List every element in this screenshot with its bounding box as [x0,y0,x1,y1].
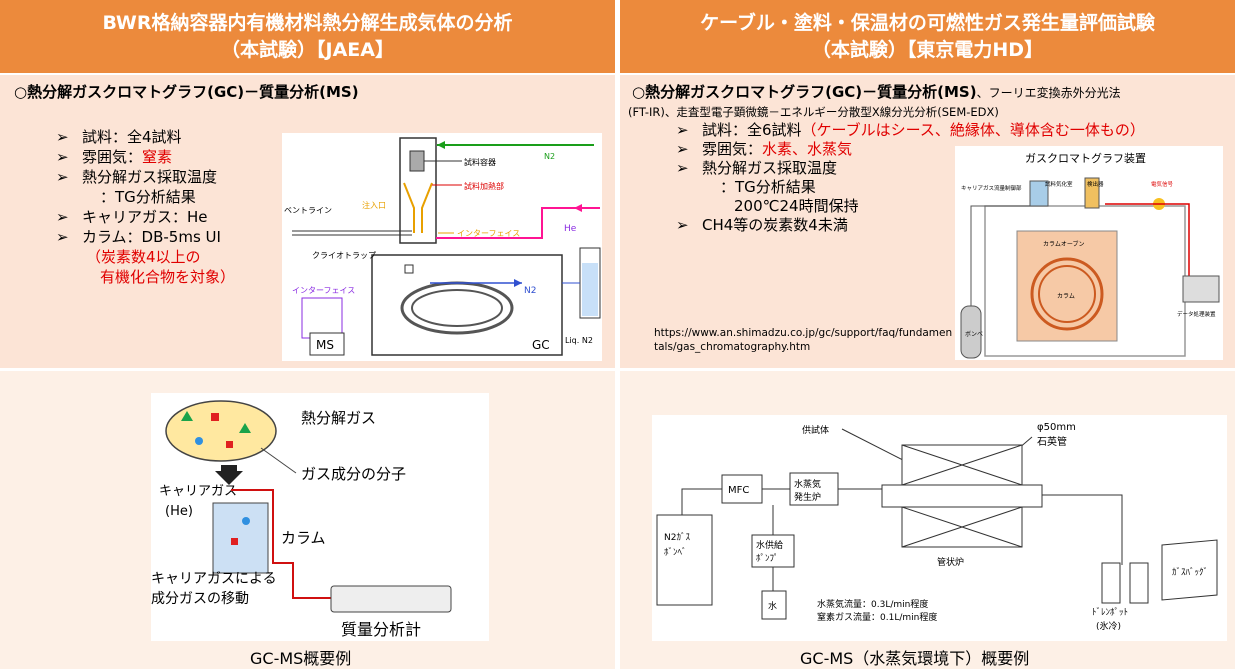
bullet-note1: （炭素数4以上の [86,248,201,266]
rbullet-temp-sub1: ：TG分析結果 [720,178,816,196]
label-move1: キャリアガスによる [151,571,277,587]
ms-box [309,332,345,356]
left-header-line1: BWR格納容器内有機材料熱分解生成気体の分析 [102,11,513,34]
left-panel-title: ○熱分解ガスクロマトグラフ(GC)－質量分析(MS) [14,83,359,101]
label-inlet: 注入口 [362,200,386,210]
label-carrier-ctrl: キャリアガス流量制御部 [961,184,1022,192]
bullet-temp: ➢熱分解ガス採取温度 [56,168,218,186]
gc-apparatus-diagram: ガスクロマトグラフ装置 キャリアガス流量制御部 試料気化室 検出器 電気信号 カ… [955,146,1223,360]
label-pump1: 水供給 [756,539,783,551]
label-sample-inlet: 試料気化室 [1045,180,1073,188]
pyrolysis-gcms-diagram: 試料容器 試料加熱部 N2 ベントライン 注入口 インターフェイス He クライ… [282,133,602,361]
label-oven: カラムオーブン [1043,240,1084,248]
gas-cloud [165,400,277,462]
label-mfc: MFC [728,485,749,496]
source-url[interactable]: https://www.an.shimadzu.co.jp/gc/support… [654,327,953,353]
heater-column [399,137,437,244]
rbullet-sample: ➢試料：全6試料（ケーブルはシース、絶縁体、導体含む一体もの） [676,121,1145,139]
mass-spec-box [330,585,452,613]
pump-box [751,534,795,568]
label-detector: 検出器 [1087,180,1104,188]
water-box [761,590,787,620]
rbullet-temp-sub2: 200℃24時間保持 [734,197,859,215]
gcms-overview-diagram: 熱分解ガス ガス成分の分子 キャリアガス (He) カラム キャリアガスによる … [151,393,489,641]
left-header-line2: （本試験）【JAEA】 [221,38,394,61]
label-gc-apparatus: ガスクロマトグラフ装置 [1025,151,1146,165]
right-panel-title: ○熱分解ガスクロマトグラフ(GC)－質量分析(MS)、フーリエ変換赤外分光法 [632,83,1121,101]
label-water: 水 [768,600,777,612]
label-specimen: 供試体 [802,424,829,436]
label-column: カラム [1057,293,1075,300]
right-header-line2: （本試験）【東京電力HD】 [811,38,1044,61]
bullet-sample: ➢試料：全4試料 [56,128,182,146]
steam-gcms-diagram: 供試体 φ50mm 石英管 MFC 水蒸気 発生炉 管状炉 N2ｶﾞｽ ﾎﾞﾝﾍ… [652,415,1227,641]
gc-oven [371,254,563,356]
label-cylinder: ボンベ [965,330,983,338]
label-steam-gen2: 発生炉 [794,491,821,503]
label-pyro-gas: 熱分解ガス [301,409,376,427]
data-processor-icon [1182,275,1220,303]
right-header: ケーブル・塗料・保温材の可燃性ガス発生量評価試験 （本試験）【東京電力HD】 [620,0,1235,73]
interface-box [301,297,343,339]
label-he-bottom: (He) [165,504,193,519]
left-bullets: ➢試料：全4試料 ➢雰囲気：窒素 ➢熱分解ガス採取温度 ：TG分析結果 ➢キャリ… [56,127,235,287]
label-carrier: キャリアガス [159,484,237,499]
label-molecule: ガス成分の分子 [301,465,406,483]
rbullet-temp: ➢熱分解ガス採取温度 [676,159,838,177]
right-panel-subtitle: (FT-IR)、走査型電子顕微鏡－エネルギー分散型X線分光分析(SEM-EDX) [628,105,999,119]
label-signal: 電気信号 [1151,180,1174,188]
n2-cylinder-box [656,514,713,606]
caption-right: GC-MS（水蒸気環境下）概要例 [800,649,1030,668]
label-move2: 成分ガスの移動 [151,591,249,607]
caption-left: GC-MS概要例 [250,649,352,668]
label-flow1: 水蒸気流量：0.3L/min程度 [817,598,928,610]
column-tube [212,502,269,574]
right-bullets: ➢試料：全6試料（ケーブルはシース、絶縁体、導体含む一体もの） ➢雰囲気：水素、… [676,121,1145,235]
label-phi: φ50mm [1037,422,1076,433]
label-drain2: (氷冷) [1096,620,1121,632]
right-header-line1: ケーブル・塗料・保温材の可燃性ガス発生量評価試験 [700,11,1155,34]
label-n2-1: N2ｶﾞｽ [664,532,690,543]
label-gasbag: ｶﾞｽﾊﾞｯｸﾞ [1172,567,1208,578]
label-he: He [564,224,577,234]
label-sample-heater: 試料加熱部 [464,181,504,191]
label-ms-bottom: 質量分析計 [341,620,421,639]
label-n2-top: N2 [544,152,555,161]
label-column-bottom: カラム [281,529,326,547]
sample-container-icon [409,150,425,172]
label-flow2: 窒素ガス流量：0.1L/min程度 [817,611,937,623]
left-header: BWR格納容器内有機材料熱分解生成気体の分析 （本試験）【JAEA】 [0,0,615,73]
label-vent: ベントライン [284,206,332,215]
label-pump2: ﾎﾟﾝﾌﾟ [756,553,779,564]
down-arrow-icon [215,465,243,485]
label-data: データ処理装置 [1177,310,1216,318]
label-n2-2: ﾎﾞﾝﾍﾞ [664,547,687,558]
gas-bag-icon [1161,539,1218,601]
bullet-temp-sub: ：TG分析結果 [100,188,196,206]
bullet-atmosphere: ➢雰囲気：窒素 [56,148,173,166]
label-interface1: インターフェイス [457,229,520,238]
label-furnace: 管状炉 [937,556,964,568]
label-quartz: 石英管 [1037,435,1067,448]
label-ms: MS [316,338,334,352]
label-steam-gen1: 水蒸気 [794,478,821,490]
label-n2-oven: N2 [524,286,536,296]
label-interface2: インターフェイス [292,286,355,295]
rbullet-atmosphere: ➢雰囲気：水素、水蒸気 [676,140,853,158]
bullet-note2: 有機化合物を対象） [100,268,236,286]
quartz-tube [881,484,1043,508]
label-drain1: ﾄﾞﾚﾝﾎﾟｯﾄ [1092,607,1128,618]
rbullet-carbon: ➢CH4等の炭素数4未満 [676,216,848,234]
label-cryo: クライオトラップ [312,251,376,260]
label-liq-n2: Liq. N2 [565,336,593,345]
label-gc: GC [532,338,550,352]
bullet-carrier: ➢キャリアガス：He [56,208,208,226]
label-sample-container: 試料容器 [464,157,496,167]
bullet-column: ➢カラム：DB-5ms UI [56,228,221,246]
